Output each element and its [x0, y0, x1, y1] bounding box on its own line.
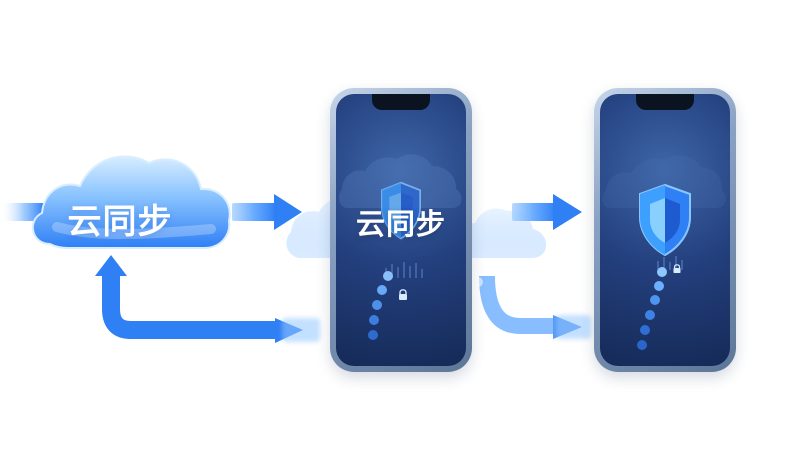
- phone-screen: 云同步: [336, 94, 466, 366]
- arrow-right-icon: [232, 194, 302, 230]
- cloud-sync-icon: [602, 155, 726, 208]
- phone-icon: [594, 88, 736, 372]
- phone-notch: [372, 94, 430, 110]
- return-arrow-icon: [95, 255, 303, 343]
- glow-to-phone-2: [556, 315, 591, 339]
- cloud-sync-icon: [338, 154, 462, 208]
- arrow-right-icon: [512, 194, 582, 230]
- shield-icon: [381, 181, 421, 240]
- cloud-title: 云同步: [67, 202, 173, 242]
- lock-icon: [673, 264, 681, 273]
- cloud-sync-icon: [31, 155, 231, 249]
- glow-to-phone-1: [282, 318, 320, 342]
- circuit-lines: [657, 256, 683, 270]
- left-feed-arrow: [0, 203, 44, 221]
- lock-icon: [399, 289, 407, 300]
- phone-title: 云同步: [355, 207, 446, 241]
- shield-icon: [639, 183, 691, 257]
- phone-icon: 云同步: [330, 88, 472, 372]
- phone-screen: [600, 94, 730, 366]
- data-chain-icon: [637, 267, 667, 350]
- phone-notch: [636, 94, 694, 110]
- data-chain-icon: [368, 271, 393, 340]
